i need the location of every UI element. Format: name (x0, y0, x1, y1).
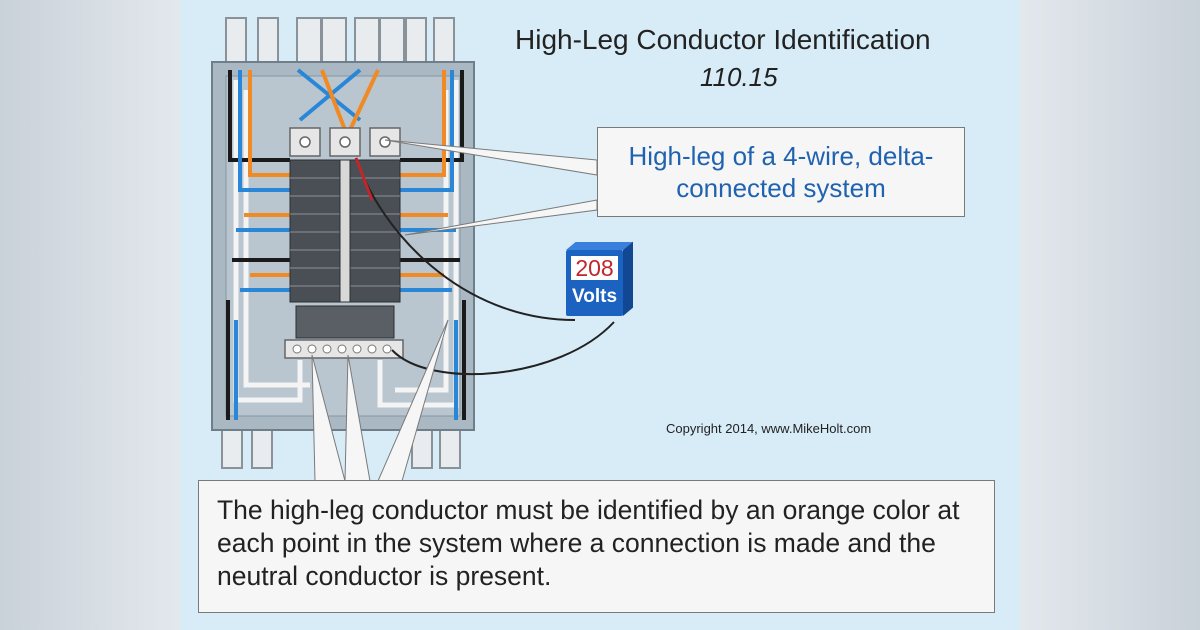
right-margin (1020, 0, 1200, 630)
requirement-note: The high-leg conductor must be identifie… (198, 480, 995, 613)
black-conductors (226, 70, 466, 420)
left-margin (0, 0, 180, 630)
voltmeter-reading: 208 (571, 256, 618, 280)
neutral-bar (284, 339, 404, 359)
blue-conductors (234, 68, 458, 420)
top-conduits (225, 17, 455, 67)
voltmeter-unit: Volts (571, 286, 618, 307)
diagram-title: High-Leg Conductor Identification (515, 24, 931, 55)
high-leg-callout-text: High-leg of a 4-wire, delta-connected sy… (628, 141, 934, 203)
main-lugs (289, 127, 401, 157)
meter-probe-red (354, 157, 374, 201)
orange-high-leg-conductors (244, 69, 448, 277)
copyright-notice: Copyright 2014, www.MikeHolt.com (666, 421, 872, 436)
circuit-breakers (289, 159, 401, 339)
voltmeter: 208 Volts (560, 238, 635, 328)
voltmeter-side (623, 241, 633, 316)
requirement-note-text: The high-leg conductor must be identifie… (217, 495, 960, 591)
code-section-number: 110.15 (700, 62, 778, 92)
high-leg-callout: High-leg of a 4-wire, delta-connected sy… (597, 127, 965, 217)
